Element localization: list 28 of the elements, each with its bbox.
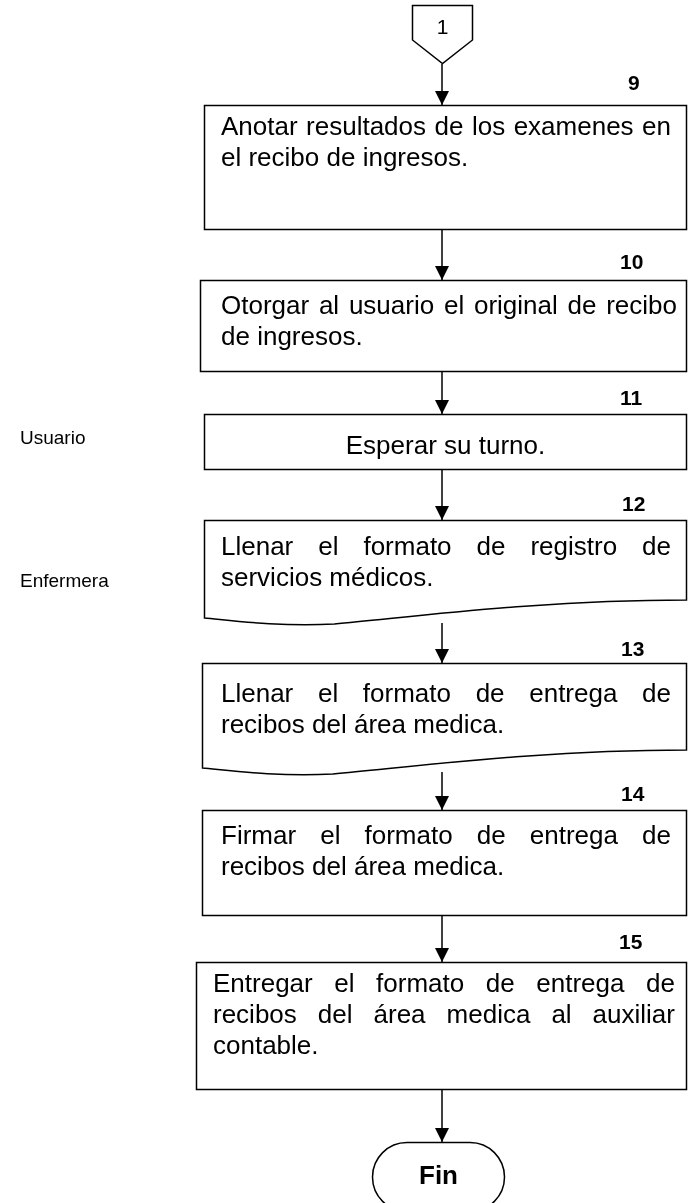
arrow [435,63,449,106]
role-label: Enfermera [20,570,109,592]
off-page-connector [412,5,473,64]
step-text: Anotar resultados de los examenes en el recibo de ingresos. [220,110,672,173]
arrow [435,1089,449,1143]
arrow [435,771,449,811]
arrow [435,469,449,521]
arrow [435,371,449,415]
step-text: Firmar el formato de entrega de recibos del área medica. [220,819,672,882]
step-number: 11 [620,386,643,410]
step-text: Otorgar al usuario el original de recibo de ingresos. [220,289,678,352]
step-number: 15 [619,930,643,954]
step-number: 10 [620,250,644,274]
step-text: Fin [418,1159,459,1191]
step-number: 13 [621,637,645,661]
step-text: Llenar el formato de entrega de recibos del área medica. [220,677,672,740]
step-text: Llenar el formato de registro de servicios médicos. [220,530,672,593]
step-number: 14 [621,782,645,806]
arrow [435,229,449,281]
step-number: 12 [622,492,646,516]
role-label: Usuario [20,427,86,449]
step-number: 9 [628,71,640,95]
step-text: Entregar el formato de entrega de recibos del área medica al auxiliar contable. [212,967,676,1061]
terminal-shape [372,1142,505,1203]
arrow [435,915,449,963]
step-text: 1 [435,14,450,40]
step-text: Esperar su turno. [344,429,547,461]
arrow [435,622,449,664]
